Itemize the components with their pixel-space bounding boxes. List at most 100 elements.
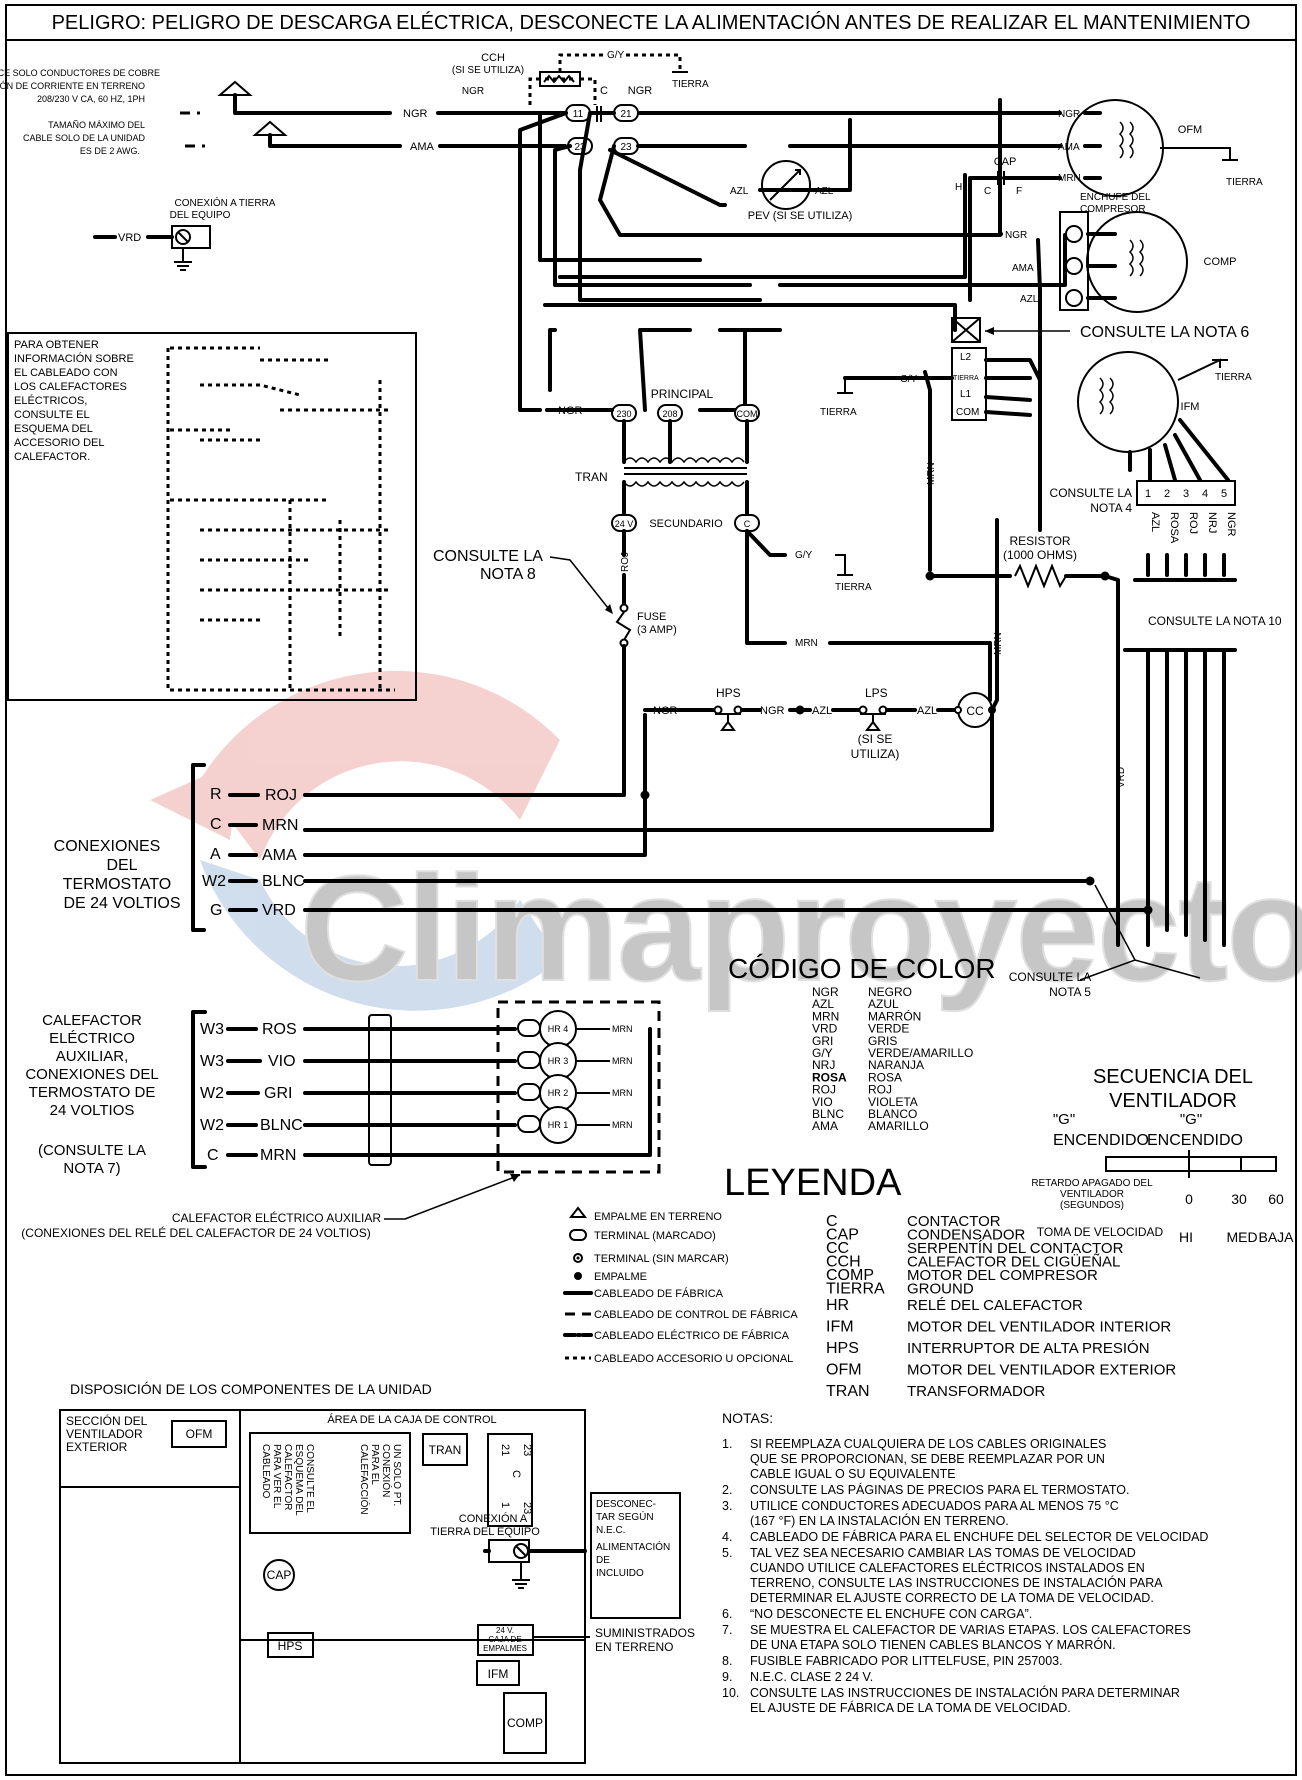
thermostat-connections: CONEXIONES DEL TERMOSTATO DE 24 VOLTIOS … <box>54 763 1201 999</box>
color-code: VRD <box>812 1022 838 1036</box>
field-power-info: UTILICE SOLO CONDUCTORES DE COBRE ALIMEN… <box>0 68 160 156</box>
svg-text:CONEXIÓN A TIERRA: CONEXIÓN A TIERRA <box>175 196 276 209</box>
svg-text:ENCENDIDO: ENCENDIDO <box>1053 1132 1149 1149</box>
factory-wiring <box>518 98 1067 572</box>
note-number: 9. <box>722 1670 732 1684</box>
svg-text:23: 23 <box>574 142 586 153</box>
svg-text:MRN: MRN <box>260 1147 296 1164</box>
compressor: ENCHUFE DEL COMPRESOR COMP NGR AMA AZL <box>998 192 1237 313</box>
svg-text:TIERRA: TIERRA <box>1215 372 1252 383</box>
svg-text:CALEFACTOR: CALEFACTOR <box>42 1012 142 1029</box>
svg-text:MRN: MRN <box>612 1120 633 1130</box>
svg-text:OFM: OFM <box>186 1427 213 1441</box>
svg-text:CAP: CAP <box>267 1568 292 1582</box>
svg-text:C: C <box>744 519 751 529</box>
svg-text:IFM: IFM <box>1181 401 1200 413</box>
svg-text:CONSULTE LA: CONSULTE LA <box>1050 486 1132 500</box>
svg-text:CONEXIONES DEL: CONEXIONES DEL <box>25 1066 158 1083</box>
svg-text:EXTERIOR: EXTERIOR <box>66 1440 128 1454</box>
abbrev-code: COMP <box>826 1267 874 1284</box>
svg-text:CABLEADO ACCESORIO U OPCIONAL: CABLEADO ACCESORIO U OPCIONAL <box>594 1353 793 1365</box>
svg-text:TIERRA: TIERRA <box>835 582 872 593</box>
color-name: NARANJA <box>868 1058 924 1072</box>
color-code: MRN <box>812 1009 839 1023</box>
svg-text:NGR: NGR <box>760 705 785 717</box>
svg-text:AMA: AMA <box>262 847 297 864</box>
svg-text:NOTA 5: NOTA 5 <box>1049 985 1091 999</box>
svg-text:LEYENDA: LEYENDA <box>724 1162 902 1204</box>
abbrev-code: CC <box>826 1240 849 1257</box>
abbrev-code: CCH <box>826 1254 861 1271</box>
svg-text:NGR: NGR <box>462 86 484 97</box>
svg-text:CONSULTE LA NOTA 10: CONSULTE LA NOTA 10 <box>1148 614 1282 628</box>
svg-text:60: 60 <box>1268 1191 1284 1207</box>
svg-text:23: 23 <box>521 1502 533 1514</box>
svg-text:ELÉCTRICO: ELÉCTRICO <box>49 1030 135 1047</box>
svg-text:AZL: AZL <box>812 705 832 717</box>
svg-text:0: 0 <box>1185 1191 1193 1207</box>
svg-text:24 V.: 24 V. <box>496 1626 514 1635</box>
svg-text:AZL: AZL <box>730 186 749 197</box>
svg-text:SECCIÓN DEL: SECCIÓN DEL <box>66 1413 148 1428</box>
note-number: 2. <box>722 1483 732 1497</box>
svg-text:ENCENDIDO: ENCENDIDO <box>1147 1132 1243 1149</box>
outer-frame <box>5 4 1297 1776</box>
note-line: CABLE IGUAL O SU EQUIVALENTE <box>750 1467 956 1481</box>
svg-text:NGR: NGR <box>1058 109 1080 120</box>
svg-text:23: 23 <box>521 1444 533 1456</box>
note-line: (167 °F) EN LA INSTALACIÓN EN TERRENO. <box>750 1513 1009 1528</box>
abbrev-code: HR <box>826 1297 849 1314</box>
svg-text:ROJ: ROJ <box>1187 512 1199 534</box>
svg-text:LPS: LPS <box>865 686 888 700</box>
color-name: VERDE/AMARILLO <box>868 1046 973 1060</box>
svg-text:PEV (SI SE UTILIZA): PEV (SI SE UTILIZA) <box>748 210 853 222</box>
svg-text:ESQUEMA DEL: ESQUEMA DEL <box>293 1444 304 1516</box>
svg-text:COMP: COMP <box>1204 256 1237 268</box>
abbrev-name: RELÉ DEL CALEFACTOR <box>907 1297 1083 1314</box>
abbrev-code: HPS <box>826 1340 859 1357</box>
notes: NOTAS: 1.SI REEMPLAZA CUALQUIERA DE LOS … <box>722 1410 1208 1715</box>
heater-connections: CALEFACTOR ELÉCTRICO AUXILIAR, CONEXIONE… <box>21 1000 661 1240</box>
svg-text:VENTILADOR: VENTILADOR <box>1109 1090 1237 1112</box>
svg-text:TOMA DE VELOCIDAD: TOMA DE VELOCIDAD <box>1037 1225 1164 1239</box>
note-line: “NO DESCONECTE EL ENCHUFE CON CARGA”. <box>750 1607 1032 1621</box>
abbrev-code: TIERRA <box>826 1281 885 1298</box>
danger-title: PELIGRO: PELIGRO DE DESCARGA ELÉCTRICA, … <box>52 11 1251 34</box>
svg-text:CÓDIGO DE COLOR: CÓDIGO DE COLOR <box>728 953 996 984</box>
note-number: 7. <box>722 1623 732 1637</box>
svg-text:BLNC: BLNC <box>262 873 305 890</box>
svg-text:1: 1 <box>499 1502 511 1508</box>
svg-text:EMPALMES: EMPALMES <box>483 1644 527 1653</box>
svg-text:24 V: 24 V <box>615 519 634 529</box>
svg-text:IFM: IFM <box>488 1667 509 1681</box>
watermark: Climaproyectos <box>150 670 1302 1013</box>
svg-text:HI: HI <box>1179 1229 1193 1245</box>
svg-text:RESISTOR: RESISTOR <box>1009 534 1070 548</box>
svg-text:ELÉCTRICOS,: ELÉCTRICOS, <box>14 394 87 407</box>
svg-text:NGR: NGR <box>628 85 653 97</box>
svg-text:UTILICE SOLO CONDUCTORES DE CO: UTILICE SOLO CONDUCTORES DE COBRE <box>0 68 160 78</box>
svg-text:ES DE 2 AWG.: ES DE 2 AWG. <box>80 146 140 156</box>
svg-text:AMA: AMA <box>1058 142 1080 153</box>
svg-text:AZL: AZL <box>917 705 937 717</box>
svg-text:CONEXIÓN A: CONEXIÓN A <box>459 1512 528 1525</box>
svg-text:VRD: VRD <box>262 902 296 919</box>
abbrev-name: CONTACTOR <box>907 1213 1001 1230</box>
svg-text:TRAN: TRAN <box>429 1443 462 1457</box>
svg-text:VRD: VRD <box>1116 767 1127 788</box>
svg-text:G/Y: G/Y <box>795 550 813 561</box>
svg-text:DISPOSICIÓN DE LOS COMPONENTES: DISPOSICIÓN DE LOS COMPONENTES DE LA UNI… <box>70 1381 432 1397</box>
wire-label: NGR <box>403 108 428 120</box>
abbrev-code: OFM <box>826 1362 862 1379</box>
svg-text:NGR: NGR <box>653 705 678 717</box>
svg-text:DEL: DEL <box>106 857 137 874</box>
svg-text:G/Y: G/Y <box>900 374 918 385</box>
svg-text:W2: W2 <box>202 873 226 890</box>
svg-text:HPS: HPS <box>278 1639 303 1653</box>
wire-label: AMA <box>410 141 435 153</box>
svg-text:F: F <box>1016 186 1022 197</box>
svg-text:HR 2: HR 2 <box>548 1088 569 1098</box>
main-contactor: CONSULTE LA NOTA 6 L2 TIERRA L1 COM G/Y … <box>820 317 1249 421</box>
svg-text:MRN: MRN <box>612 1056 633 1066</box>
